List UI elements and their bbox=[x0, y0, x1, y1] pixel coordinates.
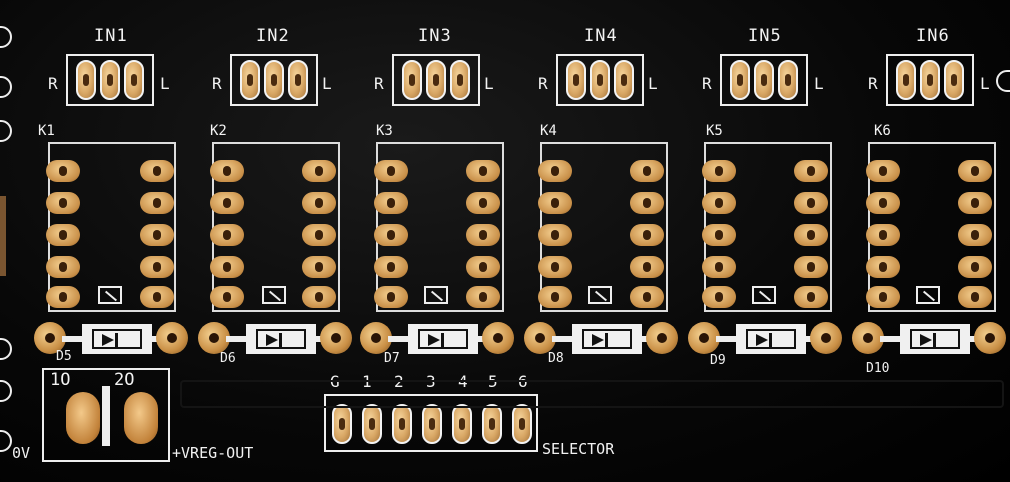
input-left-channel-label: L bbox=[484, 74, 494, 93]
diode-label: D5 bbox=[56, 349, 72, 364]
relay-label: K3 bbox=[376, 123, 393, 139]
input-right-channel-label: R bbox=[212, 74, 222, 93]
input-right-channel-label: R bbox=[48, 74, 58, 93]
input-right-channel-label: R bbox=[702, 74, 712, 93]
input-connector bbox=[886, 54, 974, 106]
input-label: IN4 bbox=[584, 26, 618, 46]
input-label: IN3 bbox=[418, 26, 452, 46]
relay-coil-symbol bbox=[588, 286, 612, 304]
edge-mount-hole bbox=[0, 380, 12, 402]
edge-mount-hole bbox=[0, 26, 12, 48]
input-left-channel-label: L bbox=[814, 74, 824, 93]
input-left-channel-label: L bbox=[980, 74, 990, 93]
input-label: IN5 bbox=[748, 26, 782, 46]
selector-label: SELECTOR bbox=[542, 440, 615, 458]
input-right-channel-label: R bbox=[868, 74, 878, 93]
diode-label: D7 bbox=[384, 351, 400, 366]
edge-connector-stub bbox=[0, 196, 6, 276]
zero-volt-label: 0V bbox=[12, 444, 31, 462]
edge-mount-hole bbox=[0, 338, 12, 360]
edge-mount-hole bbox=[996, 70, 1010, 92]
input-left-channel-label: L bbox=[322, 74, 332, 93]
relay-coil-symbol bbox=[262, 286, 286, 304]
diode-label: D8 bbox=[548, 351, 564, 366]
input-connector bbox=[556, 54, 644, 106]
diode bbox=[82, 324, 152, 354]
relay-coil-symbol bbox=[98, 286, 122, 304]
input-left-channel-label: L bbox=[648, 74, 658, 93]
input-left-channel-label: L bbox=[160, 74, 170, 93]
relay-label: K1 bbox=[38, 123, 55, 139]
diode-label: D9 bbox=[710, 353, 726, 368]
diode-label: D6 bbox=[220, 351, 236, 366]
relay-label: K2 bbox=[210, 123, 227, 139]
diode bbox=[572, 324, 642, 354]
input-connector bbox=[66, 54, 154, 106]
relay-label: K5 bbox=[706, 123, 723, 139]
selector-connector bbox=[324, 394, 538, 452]
input-label: IN6 bbox=[916, 26, 950, 46]
input-label: IN1 bbox=[94, 26, 128, 46]
relay-coil-symbol bbox=[424, 286, 448, 304]
input-right-channel-label: R bbox=[538, 74, 548, 93]
edge-mount-hole bbox=[0, 120, 12, 142]
diode-label: D10 bbox=[866, 361, 890, 376]
input-connector bbox=[720, 54, 808, 106]
input-connector bbox=[392, 54, 480, 106]
diode bbox=[900, 324, 970, 354]
diode bbox=[246, 324, 316, 354]
vreg-out-label: +VREG-OUT bbox=[172, 444, 254, 462]
relay-label: K6 bbox=[874, 123, 891, 139]
relay-label: K4 bbox=[540, 123, 557, 139]
input-connector bbox=[230, 54, 318, 106]
input-right-channel-label: R bbox=[374, 74, 384, 93]
power-connector bbox=[42, 368, 170, 462]
copper-trace bbox=[180, 380, 1004, 408]
edge-mount-hole bbox=[0, 76, 12, 98]
edge-mount-hole bbox=[0, 430, 12, 452]
relay-coil-symbol bbox=[916, 286, 940, 304]
relay-coil-symbol bbox=[752, 286, 776, 304]
input-label: IN2 bbox=[256, 26, 290, 46]
power-pin-1-label: 1O bbox=[50, 370, 71, 390]
diode bbox=[408, 324, 478, 354]
diode bbox=[736, 324, 806, 354]
power-pin-2-label: 2O bbox=[114, 370, 135, 390]
